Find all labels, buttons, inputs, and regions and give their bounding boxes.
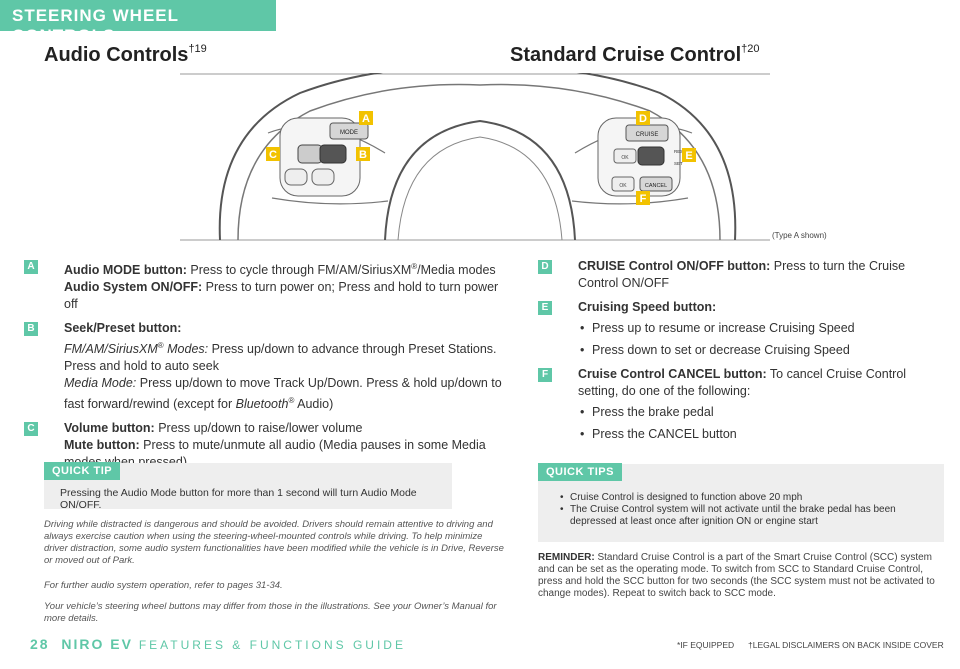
cruise-items: D CRUISE Control ON/OFF button: Press to… [538, 258, 938, 450]
item-c: C Volume button: Press up/down to raise/… [24, 420, 514, 471]
item-a: A Audio MODE button: Press to cycle thro… [24, 258, 514, 313]
set-label: SET [674, 161, 683, 166]
footer-if-equipped: *IF EQUIPPED [677, 640, 735, 650]
footer-page-info: 28 NIRO EV FEATURES & FUNCTIONS GUIDE [30, 636, 406, 652]
bullet-f2: Press the CANCEL button [578, 426, 938, 443]
type-note: (Type A shown) [772, 231, 827, 240]
quick-tips-item-2: •The Cruise Control system will not acti… [560, 504, 896, 527]
item-b: B Seek/Preset button: FM/AM/SiriusXM® Mo… [24, 320, 514, 413]
seek-preset-button[interactable] [319, 144, 347, 164]
disclaimer-audio-pages: For further audio system operation, refe… [44, 580, 283, 591]
callout-e: E [685, 150, 692, 162]
callout-c: C [269, 149, 277, 161]
ok-right-label: OK [619, 183, 627, 189]
quick-tips-box: •Cruise Control is designed to function … [538, 464, 944, 542]
ok-left-label: OK [621, 155, 629, 161]
footer-legal: †LEGAL DISCLAIMERS ON BACK INSIDE COVER [748, 640, 944, 650]
audio-controls-title: Audio Controls†19 [44, 43, 207, 66]
callout-b: B [359, 149, 367, 161]
mute-button[interactable] [297, 144, 323, 164]
item-f: F Cruise Control CANCEL button: To cance… [538, 366, 938, 443]
bullet-f1: Press the brake pedal [578, 404, 938, 421]
quick-tips-label: QUICK TIPS [538, 463, 622, 481]
phone-button[interactable] [284, 168, 308, 186]
bullet-e2: Press down to set or decrease Cruising S… [578, 342, 938, 359]
cancel-button[interactable] [639, 176, 673, 192]
quick-tips-item-1: •Cruise Control is designed to function … [560, 492, 803, 503]
steering-wheel-diagram: MODE CRUISE OK RES SET OK CANCEL A B C D… [180, 73, 770, 241]
quick-tip-label: QUICK TIP [44, 462, 121, 480]
bullet-e1: Press up to resume or increase Cruising … [578, 320, 938, 337]
callout-f: F [640, 193, 647, 205]
cruise-control-title: Standard Cruise Control†20 [510, 43, 760, 66]
mode-button-label: MODE [340, 130, 358, 136]
hangup-button[interactable] [311, 168, 335, 186]
audio-items: A Audio MODE button: Press to cycle thro… [24, 258, 514, 478]
res-label: RES [674, 149, 683, 154]
item-d: D CRUISE Control ON/OFF button: Press to… [538, 258, 938, 292]
cruise-button-label: CRUISE [636, 132, 659, 138]
reminder-text: REMINDER: Standard Cruise Control is a p… [538, 552, 935, 599]
callout-d: D [639, 113, 647, 125]
disclaimer-buttons-differ: Your vehicle’s steering wheel buttons ma… [44, 601, 497, 624]
disclaimer-distraction: Driving while distracted is dangerous an… [44, 519, 504, 566]
item-e: E Cruising Speed button: Press up to res… [538, 299, 938, 359]
mode-button[interactable] [329, 122, 369, 140]
quick-tip-text: Pressing the Audio Mode button for more … [60, 487, 417, 511]
section-header-tab: STEERING WHEEL CONTROLS [0, 0, 276, 45]
speed-button[interactable] [637, 146, 665, 166]
callout-a: A [362, 113, 370, 125]
cancel-button-label: CANCEL [645, 183, 667, 189]
